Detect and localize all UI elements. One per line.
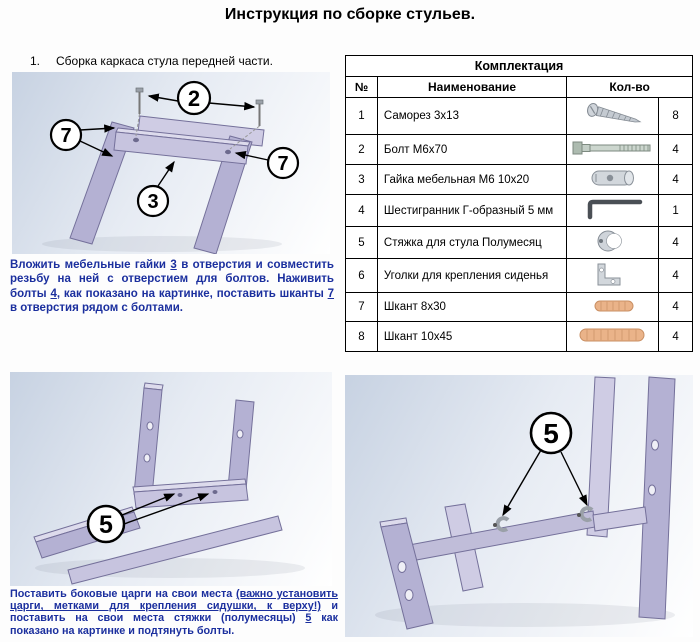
para1-ref-4: 4 <box>50 287 57 300</box>
parts-table-title: Комплектация <box>345 55 693 77</box>
para2-text: Поставить боковые царги на свои места <box>10 588 237 600</box>
table-row: 2 Болт М6х70 4 <box>345 134 693 165</box>
row-qty: 4 <box>658 321 693 352</box>
row-name: Шестигранник Г-образный 5 мм <box>376 194 568 227</box>
row-qty: 4 <box>658 292 693 322</box>
row-name: Стяжка для стула Полумесяц <box>376 226 568 259</box>
para1-ref-3: 3 <box>170 259 177 271</box>
bolt-icon <box>570 141 656 164</box>
row-num: 3 <box>345 164 378 195</box>
row-num: 6 <box>345 258 378 293</box>
bolt-pins <box>135 87 264 150</box>
callout-7-left-label: 7 <box>60 125 71 147</box>
table-row: 8 Шкант 10х45 4 <box>345 321 693 352</box>
page-title: Инструкция по сборке стульев. <box>224 6 476 23</box>
instruction-paragraph-2: Поставить боковые царги на свои места (в… <box>10 588 338 637</box>
row-name: Шкант 8х30 <box>376 292 568 322</box>
chair-front-frame <box>42 115 282 255</box>
callout-2: 2 <box>147 80 256 116</box>
side-rails-drawing: 5 <box>33 382 305 585</box>
callout-5-side-label: 5 <box>99 511 113 539</box>
header-num: № <box>345 76 378 98</box>
row-name: Гайка мебельная М6 10х20 <box>376 164 568 195</box>
callout-7-right: 7 <box>234 146 300 180</box>
header-name: Наименование <box>376 76 568 98</box>
para2-ref-5: 5 <box>305 612 312 625</box>
step-number: 1. <box>30 54 41 68</box>
callout-5-side: 5 <box>86 493 210 544</box>
front-frame-drawing: 2 7 3 7 <box>42 80 300 255</box>
row-qty: 8 <box>658 97 693 135</box>
para1-text: в отверстия рядом с болтами. <box>10 302 183 315</box>
screw-icon <box>578 102 648 134</box>
row-qty: 4 <box>658 134 693 165</box>
back-frame-diagram: 5 <box>345 375 693 637</box>
parts-table: Комплектация № Наименование Кол-во 1 Сам… <box>345 55 693 352</box>
para1-text: , как показано на картинке, поставить шк… <box>56 287 328 300</box>
para1-text: в отверстия и совместить резьбу на ней с… <box>10 259 334 300</box>
side-rails-diagram: 5 <box>10 372 332 586</box>
para2-warning: (важно установить царги, метками для кре… <box>10 588 339 613</box>
dowel-icon <box>578 300 648 321</box>
callout-2-label: 2 <box>188 86 200 111</box>
callout-3: 3 <box>136 160 175 218</box>
table-row: 1 Саморез 3х13 8 <box>345 97 693 135</box>
row-name: Саморез 3х13 <box>376 97 568 135</box>
barrel-nut-icon <box>578 170 648 194</box>
row-qty: 1 <box>658 194 693 227</box>
corner-bracket-icon <box>578 263 648 292</box>
table-row: 5 Стяжка для стула Полумесяц 4 <box>345 226 693 259</box>
para1-text: Вложить мебельные гайки <box>10 259 171 271</box>
row-name: Болт М6х70 <box>376 134 568 165</box>
row-num: 1 <box>345 97 378 135</box>
callout-3-label: 3 <box>147 191 158 213</box>
chair-side-frame <box>33 382 305 585</box>
parts-table-header-row: № Наименование Кол-во <box>345 76 693 98</box>
row-name: Уголки для крепления сиденья <box>376 258 568 293</box>
table-row: 4 Шестигранник Г-образный 5 мм 1 <box>345 194 693 227</box>
row-qty: 4 <box>658 258 693 293</box>
row-num: 5 <box>345 226 378 259</box>
row-qty: 4 <box>658 226 693 259</box>
back-frame-drawing: 5 <box>375 376 676 630</box>
step-text: Сборка каркаса стула передней части. <box>56 54 273 68</box>
hex-key-icon <box>578 199 648 226</box>
half-moon-bracket-icon <box>578 230 648 258</box>
row-qty: 4 <box>658 164 693 195</box>
callout-5-back-label: 5 <box>543 418 559 449</box>
row-num: 8 <box>345 321 378 352</box>
para2-text: как показано на картинке и подтянуть бол… <box>10 612 339 637</box>
table-row: 7 Шкант 8х30 4 <box>345 292 693 322</box>
row-num: 2 <box>345 134 378 165</box>
row-name: Шкант 10х45 <box>376 321 568 352</box>
table-row: 6 Уголки для крепления сиденья 4 <box>345 258 693 293</box>
row-num: 7 <box>345 292 378 322</box>
instruction-paragraph-1: Вложить мебельные гайки 3 в отверстия и … <box>10 258 334 316</box>
table-row: 3 Гайка мебельная М6 10х20 4 <box>345 164 693 195</box>
callout-7-right-label: 7 <box>277 153 288 175</box>
step-1-heading: 1. Сборка каркаса стула передней части. <box>30 54 273 68</box>
front-frame-diagram: 2 7 3 7 <box>12 72 330 255</box>
chair-back-frame <box>375 376 676 630</box>
dowel-long-icon <box>570 328 656 351</box>
para1-ref-7: 7 <box>327 287 335 300</box>
row-num: 4 <box>345 194 378 227</box>
header-qty: Кол-во <box>566 76 693 98</box>
callout-5-back: 5 <box>502 411 588 517</box>
callout-7-left: 7 <box>49 118 116 157</box>
para2-text: и поставить на свои места стяжки (полуме… <box>10 600 339 625</box>
